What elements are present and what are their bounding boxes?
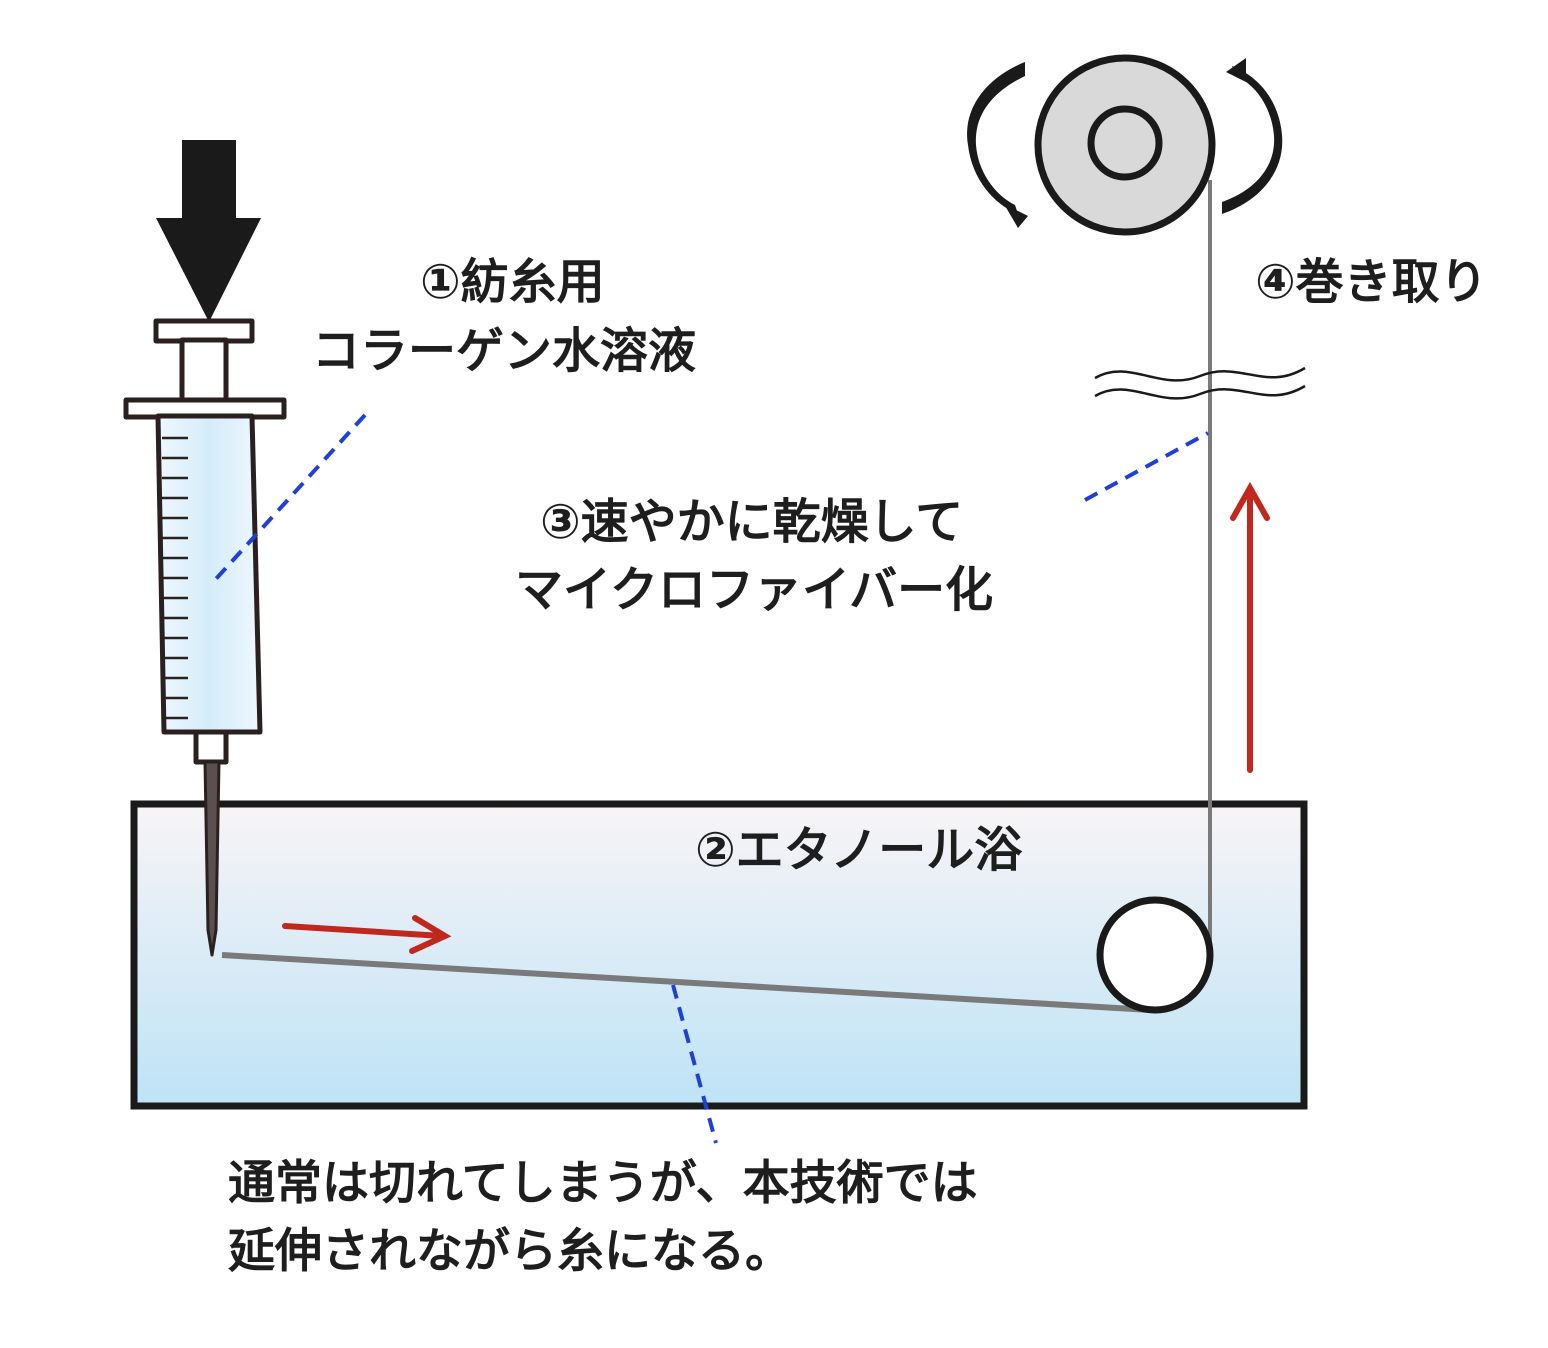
fiber-in-bath bbox=[221, 952, 1151, 1013]
rotation-arrow-icon bbox=[967, 58, 1283, 228]
leader-line-solution bbox=[213, 413, 367, 582]
leader-line-bath-fiber bbox=[671, 984, 718, 1144]
syringe-icon bbox=[123, 318, 287, 957]
roller-icon bbox=[1096, 896, 1214, 1014]
caption-note-line1: 通常は切れてしまうが、本技術では bbox=[228, 1156, 978, 1211]
label-drying-line1: ③速やかに乾燥して bbox=[540, 494, 964, 550]
push-arrow-icon bbox=[156, 140, 261, 322]
leader-line-fiber bbox=[1084, 431, 1209, 502]
label-ethanol-bath: ②エタノール浴 bbox=[695, 822, 1023, 878]
label-drying-line2: マイクロファイバー化 bbox=[515, 562, 994, 618]
label-winding: ④巻き取り bbox=[1255, 254, 1488, 310]
label-spinning-solution-line2: コラーゲン水溶液 bbox=[312, 323, 697, 379]
label-spinning-solution-line1: ①紡糸用 bbox=[420, 254, 605, 310]
caption-note-line2: 延伸されながら糸になる。 bbox=[228, 1224, 792, 1279]
spool-icon bbox=[1034, 54, 1216, 236]
up-arrow-icon bbox=[1230, 481, 1270, 773]
syringe-scale bbox=[162, 436, 188, 720]
flow-arrow-icon bbox=[282, 915, 452, 954]
break-mark-icon bbox=[1094, 366, 1306, 400]
